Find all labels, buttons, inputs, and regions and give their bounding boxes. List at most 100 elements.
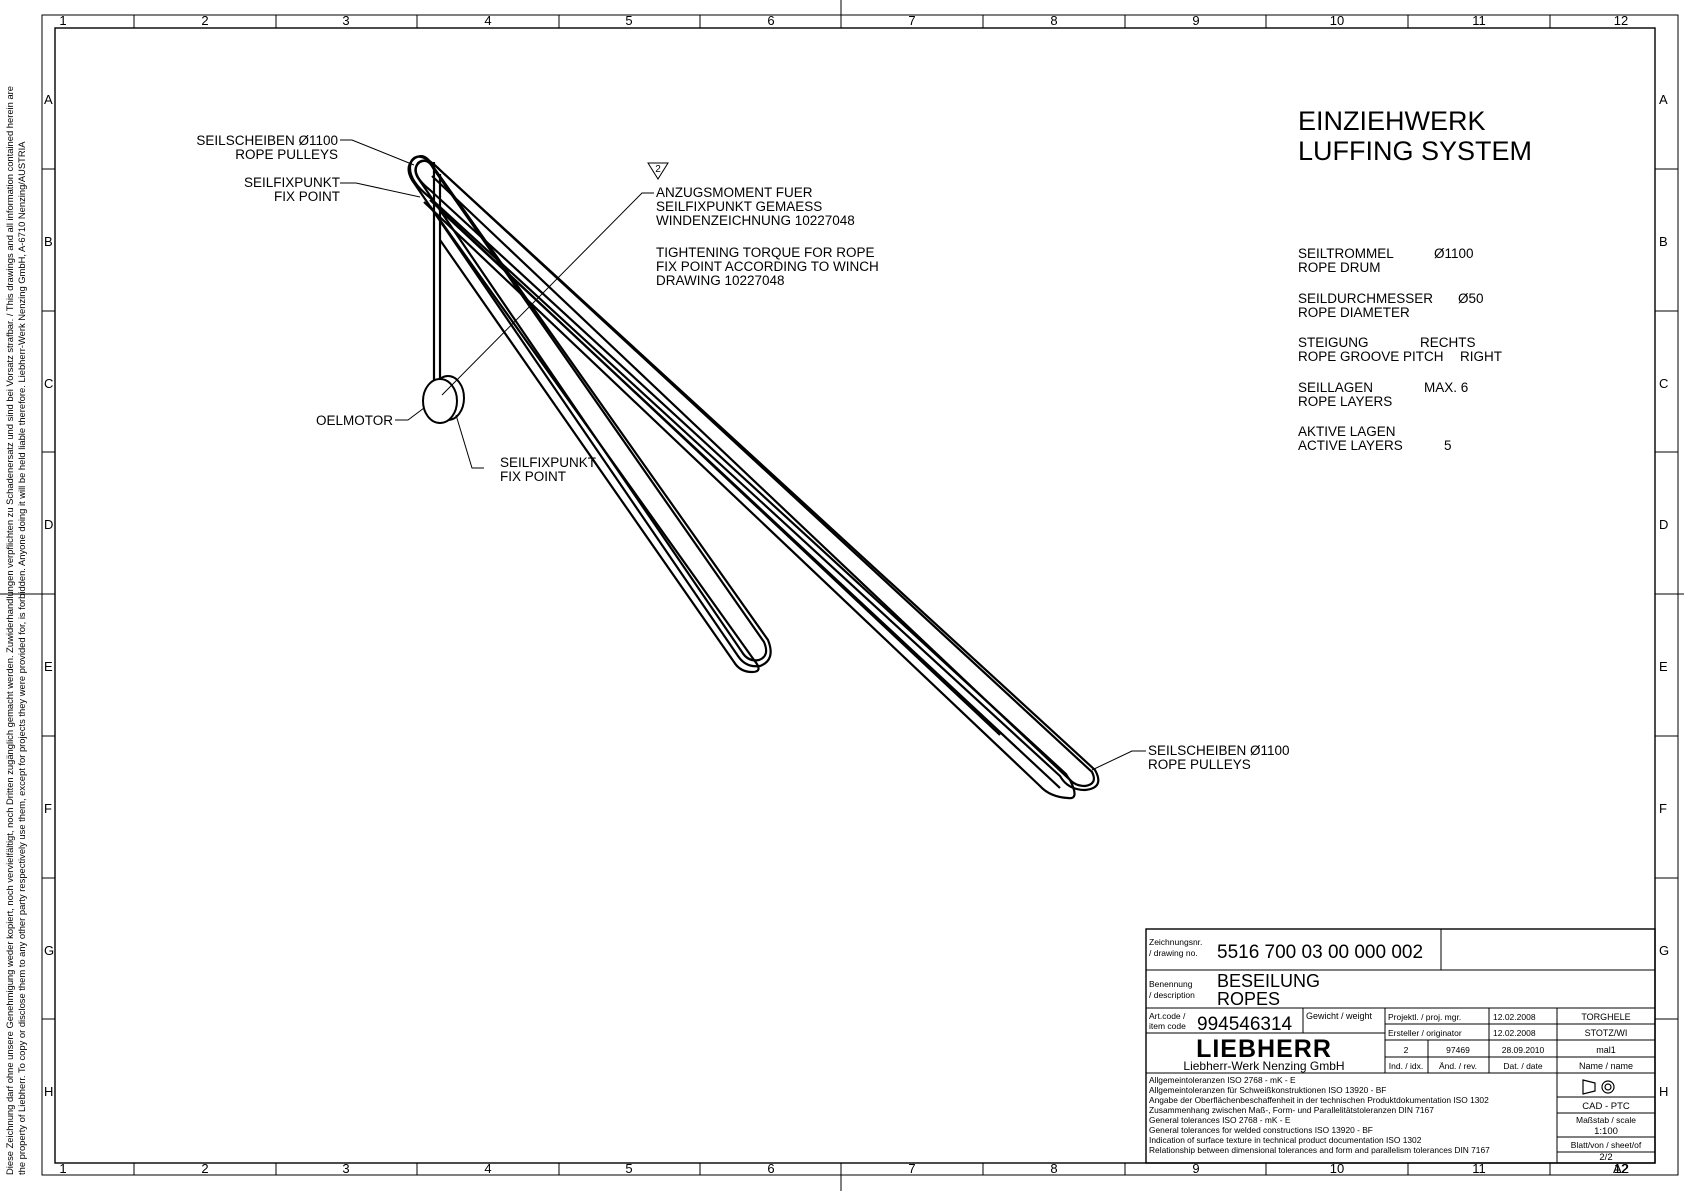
label-oelmotor: OELMOTOR [316, 413, 393, 428]
item-code: 994546314 [1197, 1014, 1293, 1035]
note-en-line: DRAWING 10227048 [656, 273, 785, 288]
header-index: Ind. / idx. [1389, 1061, 1424, 1071]
spec-en-value: RIGHT [1460, 349, 1502, 364]
copyright-notice: Diese Zeichnung darf ohne unsere Genehmi… [4, 15, 40, 1175]
tolerance-line: General tolerances ISO 2768 - mK - E [1149, 1115, 1291, 1125]
col-label: 9 [1192, 13, 1199, 28]
column-ticks [133, 15, 1551, 1175]
description-en: ROPES [1217, 989, 1280, 1009]
rope-loop-short-outer-2 [429, 205, 760, 674]
proj-mgr-name: TORGHELE [1581, 1012, 1630, 1022]
title-line-2: LUFFING SYSTEM [1298, 136, 1532, 166]
col-label: 5 [625, 13, 632, 28]
label-fix-point-top-en: FIX POINT [274, 189, 340, 204]
label-fix-point-bottom-de: SEILFIXPUNKT [500, 455, 596, 470]
col-label: 7 [908, 13, 915, 28]
label-top-pulleys-de: SEILSCHEIBEN Ø1100 [196, 133, 338, 148]
row-label: B [1659, 234, 1668, 249]
col-label: 10 [1330, 1161, 1344, 1176]
description-de: BESEILUNG [1217, 971, 1320, 991]
row-label: F [1659, 801, 1667, 816]
proj-mgr-date: 12.02.2008 [1493, 1012, 1536, 1022]
row-label: G [1659, 943, 1669, 958]
rev-name: mal1 [1596, 1045, 1616, 1055]
col-label: 6 [767, 13, 774, 28]
col-label: 11 [1472, 13, 1486, 28]
company-name: Liebherr-Werk Nenzing GmbH [1183, 1059, 1344, 1073]
title-block [1145, 928, 1656, 1164]
col-label: 7 [908, 1161, 915, 1176]
title-line-1: EINZIEHWERK [1298, 106, 1486, 136]
oil-motor [422, 375, 465, 424]
spec-de-value: MAX. 6 [1424, 380, 1468, 395]
revision-marker: 2 [647, 162, 669, 180]
drawing-labels: SEILSCHEIBEN Ø1100 ROPE PULLEYS SEILFIXP… [196, 133, 1289, 772]
col-label: 3 [342, 13, 349, 28]
row-ticks [42, 168, 1678, 1020]
spec-list: SEILTROMMEL Ø1100 ROPE DRUM SEILDURCHMES… [1298, 246, 1502, 453]
column-labels-top: 1 2 3 4 5 6 7 8 9 10 11 12 [59, 13, 1628, 28]
note-de-line: ANZUGSMOMENT FUER [656, 185, 813, 200]
spec-de: SEILTROMMEL [1298, 246, 1394, 261]
drawing-no-label: Zeichnungsnr. [1149, 937, 1202, 947]
cad-system: CAD - PTC [1582, 1101, 1630, 1112]
row-label: E [44, 659, 53, 674]
originator-name: STOTZ/WI [1585, 1028, 1628, 1038]
header-date: Dat. / date [1503, 1061, 1542, 1071]
row-label: F [44, 801, 52, 816]
originator-date: 12.02.2008 [1493, 1028, 1536, 1038]
spec-de-value: Ø1100 [1434, 246, 1474, 261]
label-fix-point-top-de: SEILFIXPUNKT [244, 175, 340, 190]
spec-en: ROPE GROOVE PITCH [1298, 349, 1444, 364]
col-label: 6 [767, 1161, 774, 1176]
col-label: 4 [484, 13, 491, 28]
item-code-label: item code [1149, 1021, 1186, 1031]
spec-en: ACTIVE LAYERS [1298, 438, 1403, 453]
col-label: 1 [59, 13, 66, 28]
spec-en: ROPE DIAMETER [1298, 305, 1410, 320]
spec-de: AKTIVE LAGEN [1298, 424, 1396, 439]
drawing-no-label: / drawing no. [1149, 948, 1198, 958]
spec-de: STEIGUNG [1298, 335, 1369, 350]
row-label: H [1659, 1084, 1668, 1099]
scale-value: 1:100 [1594, 1126, 1618, 1137]
col-label: 11 [1472, 1161, 1486, 1176]
copyright-line-1: Diese Zeichnung darf ohne unsere Genehmi… [4, 85, 15, 1175]
label-top-pulleys-en: ROPE PULLEYS [235, 147, 338, 162]
proj-mgr-label: Projektl. / proj. mgr. [1388, 1012, 1461, 1022]
col-label: 3 [342, 1161, 349, 1176]
note-en-line: FIX POINT ACCORDING TO WINCH [656, 259, 879, 274]
main-title: EINZIEHWERK LUFFING SYSTEM [1298, 106, 1532, 166]
tolerance-line: Allgemeintoleranzen ISO 2768 - mK - E [1149, 1075, 1296, 1085]
liebherr-logo: LIEBHERR [1196, 1035, 1332, 1063]
row-label: B [44, 234, 53, 249]
tolerance-line: Zusammenhang zwischen Maß-, Form- und Pa… [1149, 1105, 1434, 1115]
tolerance-notes: Allgemeintoleranzen ISO 2768 - mK - E Al… [1149, 1075, 1490, 1155]
col-label: 12 [1614, 1161, 1628, 1176]
paper-format: A2 [1613, 1161, 1629, 1176]
item-code-label: Art.code / [1149, 1011, 1186, 1021]
spec-de-value: Ø50 [1458, 291, 1484, 306]
row-labels-left: A B C D E F G H [44, 92, 54, 1099]
row-label: E [1659, 659, 1668, 674]
row-label: C [44, 376, 53, 391]
weight-label: Gewicht / weight [1306, 1011, 1373, 1021]
drawing-number: 5516 700 03 00 000 002 [1217, 942, 1423, 963]
description-label: / description [1149, 990, 1195, 1000]
tolerance-line: Relationship between dimensional toleran… [1149, 1145, 1490, 1155]
label-fix-point-bottom-en: FIX POINT [500, 469, 566, 484]
row-label: C [1659, 376, 1668, 391]
rev-index: 2 [1404, 1045, 1409, 1055]
leader-lines [340, 139, 1146, 771]
sheet-label: Blatt/von / sheet/of [1571, 1140, 1642, 1150]
title-block-text: Zeichnungsnr. / drawing no. 5516 700 03 … [1149, 937, 1642, 1176]
copyright-line-2: the property of Liebherr. To copy or dis… [16, 141, 27, 1175]
originator-label: Ersteller / originator [1388, 1028, 1462, 1038]
note-de-line: WINDENZEICHNUNG 10227048 [656, 213, 855, 228]
spec-de: SEILLAGEN [1298, 380, 1373, 395]
row-labels-right: A B C D E F G H [1659, 92, 1669, 1099]
col-label: 2 [201, 1161, 208, 1176]
rev-date: 28.09.2010 [1502, 1045, 1545, 1055]
